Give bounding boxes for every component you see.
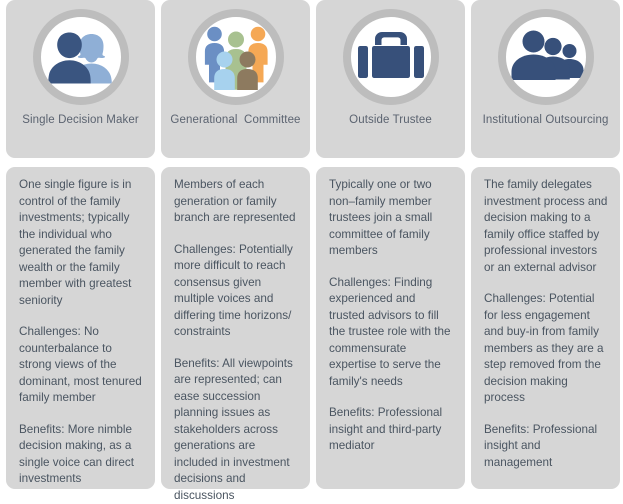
description-paragraph: Typically one or two non–family member t… (329, 177, 453, 260)
benefits-paragraph: Benefits: All viewpoints are represented… (174, 356, 298, 504)
body-card-single-decision-maker: One single figure is in control of the f… (6, 167, 155, 489)
challenges-paragraph: Challenges: Potential for less engagemen… (484, 291, 608, 407)
icon-disc-generational-committee (188, 9, 284, 105)
benefits-paragraph: Benefits: More nimble decision making, a… (19, 422, 143, 488)
group-of-people-icon (197, 24, 275, 90)
header-card-row: Single Decision Maker (0, 0, 623, 158)
two-people-icon (44, 27, 118, 87)
icon-disc-institutional-outsourcing (498, 9, 594, 105)
description-paragraph: The family delegates investment process … (484, 177, 608, 276)
icon-disc-outside-trustee (343, 9, 439, 105)
header-card-outside-trustee[interactable]: Outside Trustee (316, 0, 465, 158)
challenges-paragraph: Challenges: Finding experienced and trus… (329, 275, 453, 391)
body-card-row: One single figure is in control of the f… (0, 167, 623, 489)
header-label-single-decision-maker: Single Decision Maker (22, 113, 139, 127)
description-paragraph: Members of each generation or family bra… (174, 177, 298, 227)
challenges-paragraph: Challenges: Potentially more difficult t… (174, 242, 298, 341)
body-card-outside-trustee: Typically one or two non–family member t… (316, 167, 465, 489)
header-label-outside-trustee: Outside Trustee (349, 113, 432, 127)
three-people-icon (508, 28, 584, 86)
challenges-paragraph: Challenges: No counterbalance to strong … (19, 324, 143, 407)
benefits-paragraph: Benefits: Professional insight and manag… (484, 422, 608, 472)
header-label-generational-committee: Generational Committee (170, 113, 300, 127)
body-card-institutional-outsourcing: The family delegates investment process … (471, 167, 620, 489)
icon-disc-single-decision-maker (33, 9, 129, 105)
benefits-paragraph: Benefits: Professional insight and third… (329, 405, 453, 455)
briefcase-icon (357, 29, 425, 85)
header-label-institutional-outsourcing: Institutional Outsourcing (483, 113, 609, 127)
body-card-generational-committee: Members of each generation or family bra… (161, 167, 310, 489)
description-paragraph: One single figure is in control of the f… (19, 177, 143, 309)
header-card-institutional-outsourcing[interactable]: Institutional Outsourcing (471, 0, 620, 158)
header-card-single-decision-maker[interactable]: Single Decision Maker (6, 0, 155, 158)
header-card-generational-committee[interactable]: Generational Committee (161, 0, 310, 158)
